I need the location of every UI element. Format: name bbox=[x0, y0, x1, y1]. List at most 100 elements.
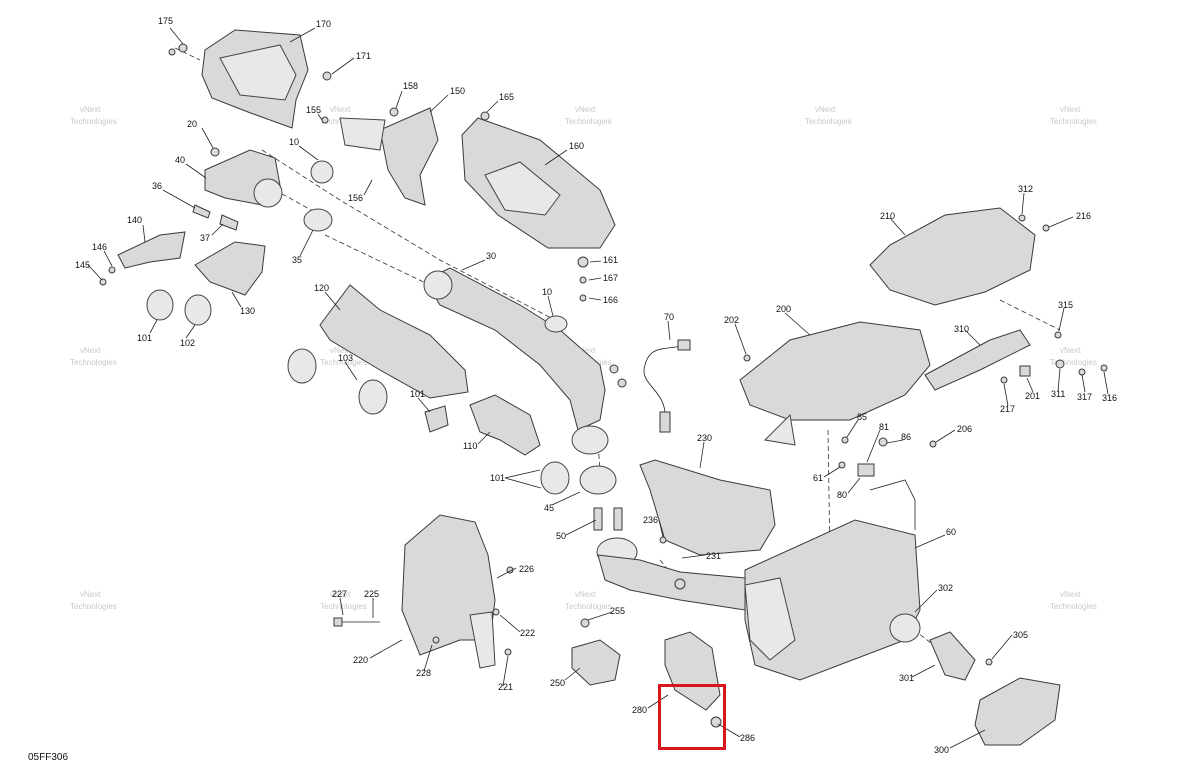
clamp-101-lower bbox=[540, 461, 570, 495]
callout-140: 140 bbox=[127, 215, 142, 225]
callout-81: 81 bbox=[879, 422, 889, 432]
callout-255: 255 bbox=[610, 606, 625, 616]
callout-228: 228 bbox=[416, 668, 431, 678]
catalyst-shield-200 bbox=[739, 321, 931, 446]
watermark: Technologies bbox=[1050, 602, 1097, 611]
callout-110: 110 bbox=[463, 441, 477, 451]
callout-167: 167 bbox=[603, 273, 618, 283]
callout-166: 166 bbox=[603, 295, 618, 305]
callout-158: 158 bbox=[403, 81, 418, 91]
heat-shield-120 bbox=[319, 284, 469, 399]
watermark: Technologies bbox=[565, 602, 612, 611]
callout-101: 101 bbox=[137, 333, 152, 343]
shield-110 bbox=[469, 394, 541, 456]
watermark: Technologies bbox=[70, 358, 117, 367]
watermark: Technologies bbox=[320, 358, 367, 367]
callout-103: 103 bbox=[338, 353, 353, 363]
shield-130 bbox=[194, 241, 266, 296]
watermark: vNext bbox=[80, 105, 101, 114]
callout-40: 40 bbox=[175, 155, 185, 165]
bracket-150 bbox=[339, 107, 439, 206]
heat-shield-210 bbox=[869, 207, 1036, 306]
watermark: vNext bbox=[80, 590, 101, 599]
bolt-227 bbox=[333, 617, 380, 627]
seal-ring-45 bbox=[579, 465, 617, 495]
watermark: vNext bbox=[1060, 590, 1081, 599]
oxygen-sensor-70 bbox=[643, 339, 691, 433]
callout-220: 220 bbox=[353, 655, 368, 665]
callout-315: 315 bbox=[1058, 300, 1073, 310]
tail-pipe-301 bbox=[929, 631, 976, 681]
callout-61: 61 bbox=[813, 473, 823, 483]
figure-id: 05FF306 bbox=[28, 752, 69, 763]
callout-210: 210 bbox=[880, 211, 895, 221]
gasket-10-mid bbox=[544, 315, 568, 333]
callout-231: 231 bbox=[706, 551, 721, 561]
callout-20: 20 bbox=[187, 119, 197, 129]
watermark: Technologies bbox=[1050, 358, 1097, 367]
callout-310: 310 bbox=[954, 324, 969, 334]
callout-227: 227 bbox=[332, 589, 347, 599]
gasket-302 bbox=[889, 613, 921, 643]
callout-146: 146 bbox=[92, 242, 107, 252]
watermark: Technologies bbox=[70, 117, 117, 126]
callout-130: 130 bbox=[240, 306, 255, 316]
callout-156: 156 bbox=[348, 193, 363, 203]
callout-226: 226 bbox=[519, 564, 534, 574]
clamp-101-mid bbox=[424, 405, 449, 433]
callout-221: 221 bbox=[498, 682, 513, 692]
clamps-103 bbox=[287, 348, 388, 415]
callout-225: 225 bbox=[364, 589, 379, 599]
callout-85: 85 bbox=[857, 412, 867, 422]
clamp-35 bbox=[303, 208, 333, 232]
callout-171: 171 bbox=[356, 51, 371, 61]
callout-101: 101 bbox=[410, 389, 425, 399]
callout-10: 10 bbox=[542, 287, 552, 297]
callout-222: 222 bbox=[520, 628, 535, 638]
callout-202: 202 bbox=[724, 315, 739, 325]
callout-10: 10 bbox=[289, 137, 299, 147]
callout-300: 300 bbox=[934, 745, 949, 755]
callout-217: 217 bbox=[1000, 404, 1015, 414]
callout-102: 102 bbox=[180, 338, 195, 348]
callout-35: 35 bbox=[292, 255, 302, 265]
fasteners-left bbox=[99, 147, 239, 286]
watermark: vNext bbox=[330, 590, 351, 599]
leader-lines bbox=[87, 27, 1109, 749]
callout-50: 50 bbox=[556, 531, 566, 541]
watermark: vNext bbox=[815, 105, 836, 114]
springs-50 bbox=[593, 507, 623, 531]
callout-236: 236 bbox=[643, 515, 658, 525]
callout-165: 165 bbox=[499, 92, 514, 102]
callout-175: 175 bbox=[158, 16, 173, 26]
watermark: Technologies bbox=[805, 117, 852, 126]
watermark: vNext bbox=[1060, 346, 1081, 355]
callout-86: 86 bbox=[901, 432, 911, 442]
watermark: Technologies bbox=[70, 602, 117, 611]
exhaust-pipe-30 bbox=[423, 267, 609, 455]
callout-201: 201 bbox=[1025, 391, 1040, 401]
callout-170: 170 bbox=[316, 19, 331, 29]
callout-312: 312 bbox=[1018, 184, 1033, 194]
callout-305: 305 bbox=[1013, 630, 1028, 640]
watermark: vNext bbox=[575, 346, 596, 355]
callout-36: 36 bbox=[152, 181, 162, 191]
muffler-60 bbox=[744, 479, 921, 681]
callout-311: 311 bbox=[1051, 389, 1065, 399]
callout-150: 150 bbox=[450, 86, 465, 96]
callout-206: 206 bbox=[957, 424, 972, 434]
watermark: vNext bbox=[575, 105, 596, 114]
heat-shield-170 bbox=[201, 29, 309, 129]
callout-161: 161 bbox=[603, 255, 618, 265]
callout-250: 250 bbox=[550, 678, 565, 688]
callout-30: 30 bbox=[486, 251, 496, 261]
watermark: vNext bbox=[330, 105, 351, 114]
exhaust-manifold-40 bbox=[204, 149, 334, 208]
callout-80: 80 bbox=[837, 490, 847, 500]
heat-shield-160 bbox=[461, 117, 616, 249]
watermark: Technologies bbox=[320, 602, 367, 611]
heat-shield-230 bbox=[639, 459, 776, 556]
callout-160: 160 bbox=[569, 141, 584, 151]
watermark: vNext bbox=[330, 346, 351, 355]
watermark: vNext bbox=[575, 590, 596, 599]
